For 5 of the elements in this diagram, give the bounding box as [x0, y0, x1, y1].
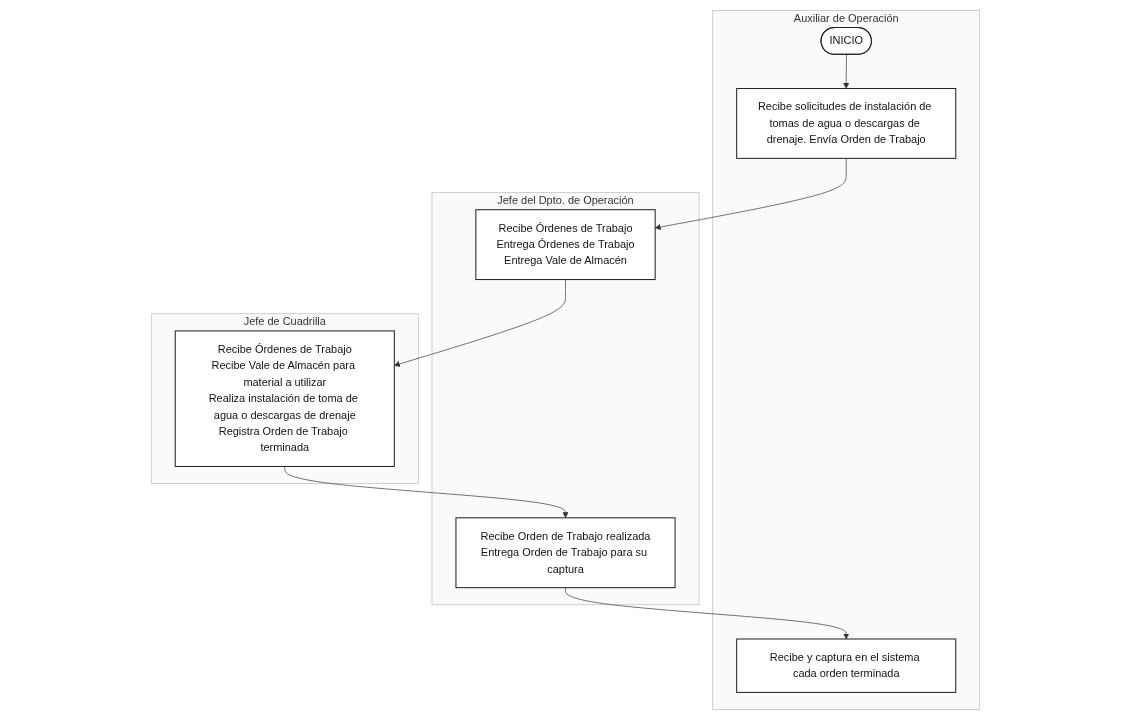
node-box: Recibe Órdenes de Trabajo Recibe Vale de Almacén para material a utilizar Realiza instalación de toma de agua o descargas de drenaje Registra Orden de Trabajo terminada	[174, 330, 395, 467]
node-box: Recibe Órdenes de Trabajo Entrega Órdenes de Trabajo Entrega Vale de Almacén	[475, 209, 656, 281]
node-box: Recibe Orden de Trabajo realizada Entrega Orden de Trabajo para su captura	[455, 517, 676, 589]
node-box: Recibe y captura en el sistema cada orden terminada	[736, 638, 957, 693]
node-box: Recibe solicitudes de instalación de tomas de agua o descargas de drenaje. Envía Orden de Trabajo	[736, 88, 957, 159]
